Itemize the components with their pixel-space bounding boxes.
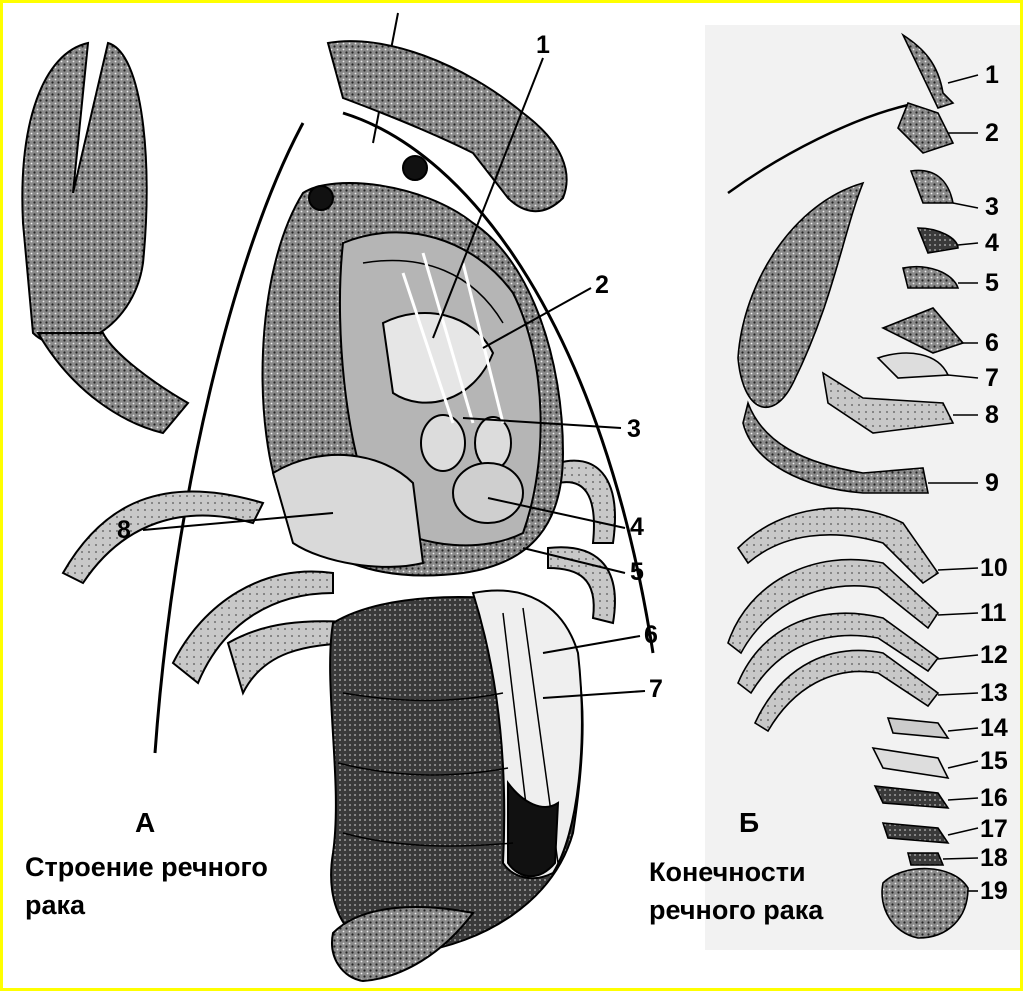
- panel-a-caption-line1: Строение речного: [25, 848, 268, 886]
- panel-a-letter: А: [135, 809, 155, 837]
- label-a-1: 1: [536, 33, 550, 58]
- label-b-5: 5: [985, 271, 999, 296]
- label-b-16: 16: [980, 786, 1008, 811]
- label-b-18: 18: [980, 846, 1008, 871]
- label-a-5: 5: [630, 560, 644, 585]
- label-b-19: 19: [980, 879, 1008, 904]
- label-b-10: 10: [980, 556, 1008, 581]
- label-b-4: 4: [985, 231, 999, 256]
- label-a-8: 8: [117, 518, 131, 543]
- panel-b-caption: Конечности речного рака: [649, 853, 823, 929]
- label-b-6: 6: [985, 331, 999, 356]
- label-b-3: 3: [985, 195, 999, 220]
- label-b-9: 9: [985, 471, 999, 496]
- label-a-4: 4: [630, 515, 644, 540]
- label-a-6: 6: [644, 623, 658, 648]
- label-b-15: 15: [980, 749, 1008, 774]
- label-b-7: 7: [985, 366, 999, 391]
- label-b-2: 2: [985, 121, 999, 146]
- panel-b-letter: Б: [739, 809, 759, 837]
- label-b-11: 11: [980, 601, 1006, 626]
- panel-b-caption-line2: речного рака: [649, 891, 823, 929]
- label-b-13: 13: [980, 681, 1008, 706]
- label-b-12: 12: [980, 643, 1008, 668]
- crayfish-body-drawing: [22, 13, 653, 981]
- label-a-2: 2: [595, 273, 609, 298]
- panel-a-caption: Строение речного рака: [25, 848, 268, 924]
- crayfish-illustration: [3, 3, 1020, 988]
- label-a-7: 7: [649, 677, 663, 702]
- panel-b-caption-line1: Конечности: [649, 853, 823, 891]
- panel-a-caption-line2: рака: [25, 886, 268, 924]
- label-a-3: 3: [627, 417, 641, 442]
- label-b-1: 1: [985, 63, 999, 88]
- label-b-17: 17: [980, 817, 1008, 842]
- label-b-14: 14: [980, 716, 1008, 741]
- label-b-8: 8: [985, 403, 999, 428]
